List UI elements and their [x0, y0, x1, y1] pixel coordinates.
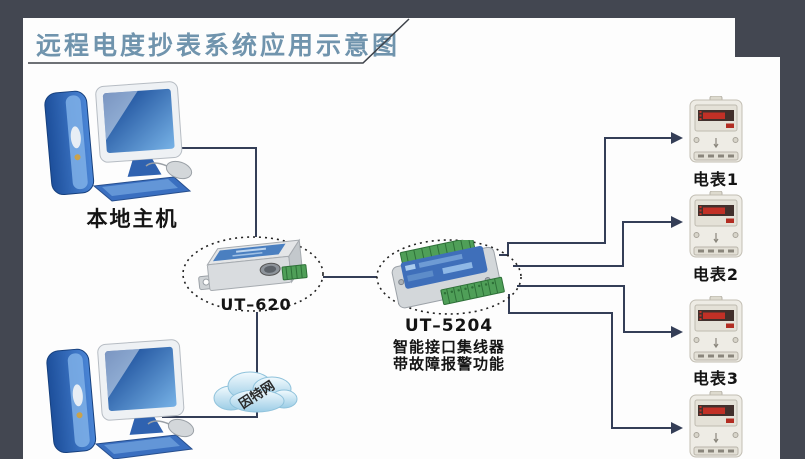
- electric-meter-icon: [689, 96, 743, 163]
- electric-meter-icon: [689, 296, 743, 363]
- hub-desc-line2: 带故障报警功能: [392, 355, 505, 373]
- meter1-label: 电表1: [692, 170, 740, 189]
- hub-model-label: UT–5204: [404, 316, 494, 336]
- meter3-label: 电表3: [692, 369, 740, 388]
- frame-band: [735, 0, 805, 57]
- hub-device-icon: [391, 240, 505, 309]
- electric-meter-icon: [689, 391, 743, 458]
- electric-meter-icon: [689, 191, 743, 258]
- page-title: 远程电度抄表系统应用示意图: [36, 31, 401, 60]
- meter2-label: 电表2: [692, 265, 740, 284]
- desktop-computer-icon: [44, 81, 193, 202]
- hub-desc-line1: 智能接口集线器: [392, 338, 505, 356]
- converter-label: UT–620: [220, 295, 292, 314]
- serial-converter-device-icon: [198, 238, 308, 292]
- host-label: 本地主机: [86, 207, 179, 231]
- desktop-computer-icon: [46, 339, 195, 459]
